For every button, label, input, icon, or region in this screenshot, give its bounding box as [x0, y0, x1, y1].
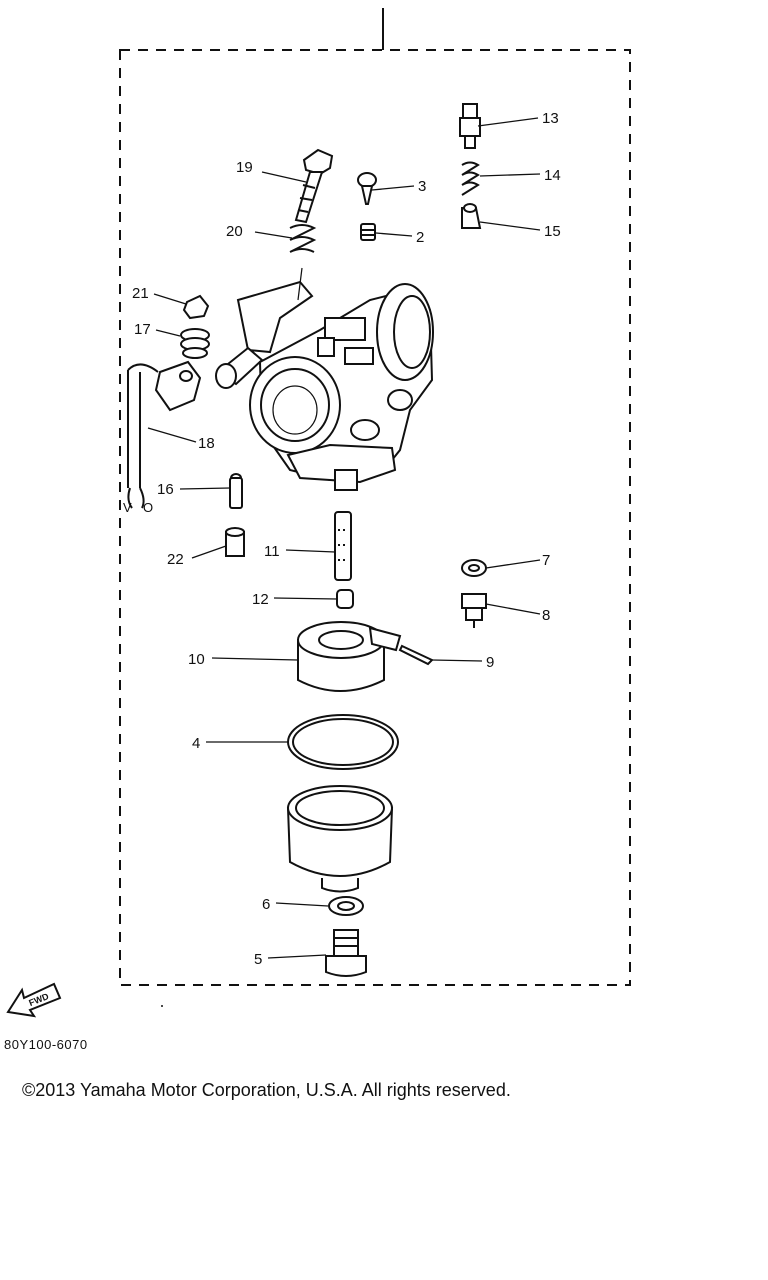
part-8-valve	[461, 593, 487, 628]
callout-4: 4	[192, 735, 200, 752]
callout-21: 21	[132, 285, 149, 302]
callout-2: 2	[416, 229, 424, 246]
callout-10: 10	[188, 651, 205, 668]
part-18-switch	[127, 360, 202, 509]
carburetor-exploded-diagram: 19 20 3 2 13 14 15 21 17 18 16 22 11 12 …	[6, 8, 631, 1018]
part-7-washer	[461, 559, 487, 577]
part-14-spring	[461, 161, 480, 196]
stray-dot	[161, 1005, 163, 1007]
part-21-cap	[182, 294, 210, 320]
part-17-spring	[180, 328, 210, 359]
part-5-drain-plug	[325, 929, 367, 977]
part-9-pin	[398, 644, 434, 666]
part-22-cap	[225, 527, 245, 557]
callout-16: 16	[157, 481, 174, 498]
part-13-screw	[459, 103, 481, 149]
figure-code: 80Y100-6070	[4, 1037, 88, 1052]
callout-18: 18	[198, 435, 215, 452]
part-3-screw	[357, 172, 377, 205]
leader-lines	[147, 117, 541, 959]
part-20-spring	[289, 224, 317, 253]
callout-19: 19	[236, 159, 253, 176]
callout-12: 12	[252, 591, 269, 608]
fwd-arrow-icon: FWD	[6, 982, 62, 1018]
part-6-washer	[328, 896, 364, 916]
callout-11: 11	[264, 543, 280, 560]
part-4-gasket	[287, 714, 399, 770]
callout-20: 20	[226, 223, 243, 240]
part-2-nut	[360, 223, 376, 241]
callout-17: 17	[134, 321, 151, 338]
callout-15: 15	[544, 223, 561, 240]
part-12-main-jet	[336, 589, 354, 609]
callout-5: 5	[254, 951, 262, 968]
carburetor-body	[215, 280, 434, 491]
callout-13: 13	[542, 110, 559, 127]
part-11-needle-jet	[334, 511, 352, 581]
callout-6: 6	[262, 896, 270, 913]
callout-numbers: 19 20 3 2 13 14 15 21 17 18 16 22 11 12 …	[132, 110, 561, 968]
part-15-needle	[461, 203, 482, 229]
callout-9: 9	[486, 654, 494, 671]
callout-8: 8	[542, 607, 550, 624]
callout-14: 14	[544, 167, 561, 184]
part-16-screw	[229, 473, 243, 509]
wire-label-o: O	[143, 500, 153, 515]
assembly-boundary	[119, 49, 631, 986]
callout-3: 3	[418, 178, 426, 195]
callout-7: 7	[542, 552, 550, 569]
part-10-float	[297, 621, 402, 692]
wire-label-v: V	[123, 500, 132, 515]
callout-22: 22	[167, 551, 184, 568]
float-bowl	[286, 785, 394, 893]
copyright-notice: ©2013 Yamaha Motor Corporation, U.S.A. A…	[22, 1080, 511, 1100]
part-19-screw	[294, 148, 334, 224]
assembly-guides	[297, 267, 303, 301]
